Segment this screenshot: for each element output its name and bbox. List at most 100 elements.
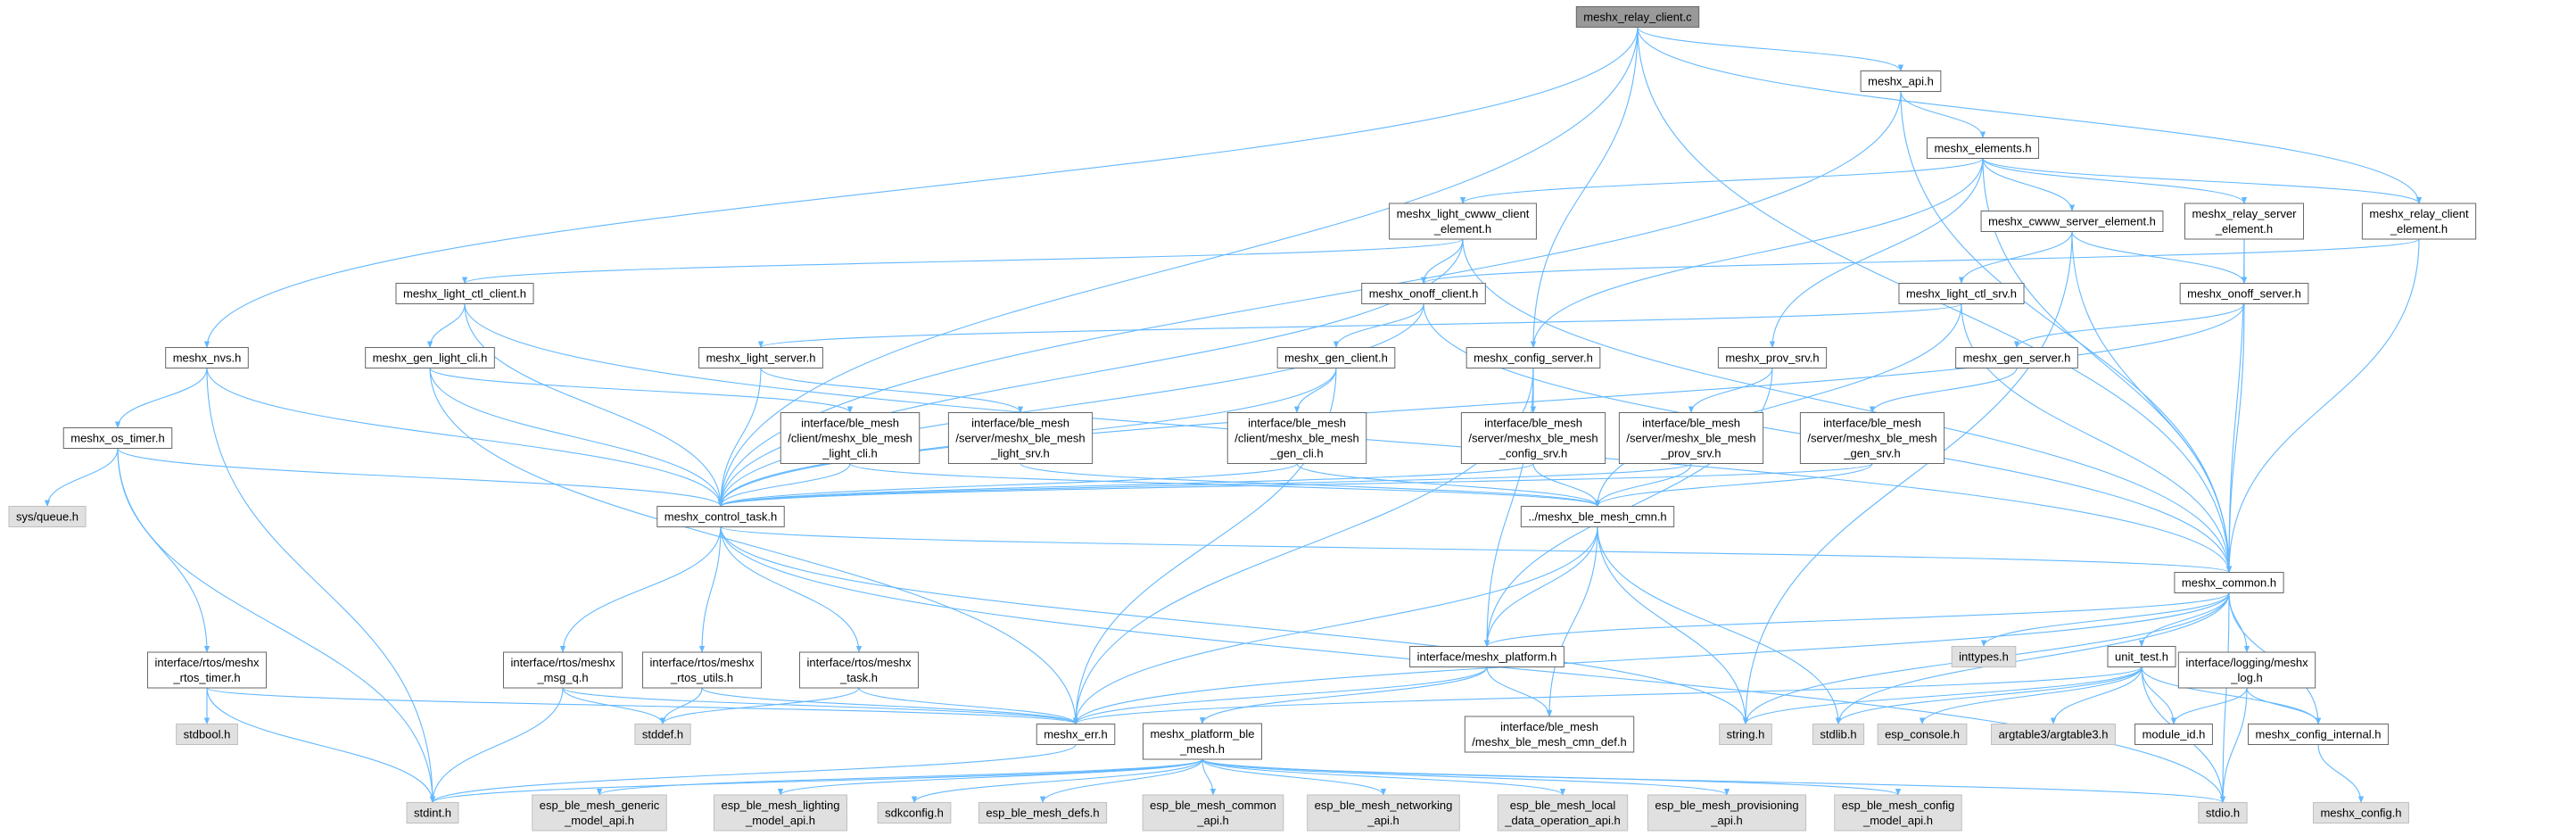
node-string-h: string.h bbox=[1719, 724, 1772, 745]
node-meshx-platform-ble-mesh-h[interactable]: meshx_platform_ble_mesh.h bbox=[1142, 723, 1263, 760]
node-interface-ble-mesh-client-meshx-ble-mesh-gen-cli-h[interactable]: interface/ble_mesh/client/meshx_ble_mesh… bbox=[1226, 412, 1367, 464]
node-label-line: interface/ble_mesh bbox=[1823, 417, 1921, 430]
edge-n22-n26 bbox=[718, 463, 1534, 508]
node-label-line: interface/rtos/meshx bbox=[510, 656, 615, 669]
edge-n27-n40 bbox=[1597, 526, 1749, 725]
edge-n2-n4 bbox=[1982, 158, 2076, 212]
node-meshx-light-ctl-srv-h[interactable]: meshx_light_ctl_srv.h bbox=[1898, 283, 2025, 304]
node-meshx-gen-client-h[interactable]: meshx_gen_client.h bbox=[1276, 347, 1396, 368]
edge-n26-n28 bbox=[720, 526, 2232, 574]
node-interface-logging-meshx-log-h[interactable]: interface/logging/meshx_log.h bbox=[2177, 651, 2316, 689]
node-label-line: interface/rtos/meshx bbox=[806, 656, 912, 669]
node-label-line: meshx_common.h bbox=[2182, 576, 2276, 590]
edge-n10-n28 bbox=[2225, 303, 2245, 574]
node-interface-ble-mesh-server-meshx-ble-mesh-prov-srv-h[interactable]: interface/ble_mesh/server/meshx_ble_mesh… bbox=[1618, 412, 1764, 464]
node-label-line: meshx_cwww_server_element.h bbox=[1988, 215, 2156, 228]
edge-n33-n39 bbox=[1072, 666, 1488, 725]
edge-n30-n39 bbox=[562, 687, 1078, 725]
node-meshx-onoff-server-h[interactable]: meshx_onoff_server.h bbox=[2179, 283, 2309, 304]
node-label-line: _data_operation_api.h bbox=[1504, 814, 1620, 827]
node-label-line: esp_ble_mesh_common bbox=[1150, 799, 1276, 812]
node-interface-rtos-meshx-msg-q-h[interactable]: interface/rtos/meshx_msg_q.h bbox=[502, 651, 623, 689]
edge-n4-n40 bbox=[1742, 231, 2073, 725]
edge-n23-n26 bbox=[718, 463, 1692, 508]
edge-n21-n26 bbox=[717, 463, 1298, 508]
node-box bbox=[2312, 802, 2410, 824]
edge-n47-n56 bbox=[1201, 758, 1730, 796]
edge-n47-n58 bbox=[1201, 758, 2225, 804]
edge-n12-n26 bbox=[429, 368, 724, 508]
node-interface-ble-mesh-server-meshx-ble-mesh-light-srv-h[interactable]: interface/ble_mesh/server/meshx_ble_mesh… bbox=[947, 412, 1094, 464]
node-meshx-os-timer-h[interactable]: meshx_os_timer.h bbox=[62, 427, 173, 449]
node-label-line: _prov_srv.h bbox=[1661, 447, 1721, 460]
edge-n30-n48 bbox=[429, 687, 564, 804]
node-label-line: /server/meshx_ble_mesh bbox=[1807, 432, 1936, 445]
edge-n6-n28 bbox=[2225, 238, 2420, 574]
edge-n46-n59 bbox=[2317, 744, 2365, 804]
node-interface-ble-mesh-server-meshx-ble-mesh-config-srv-h[interactable]: interface/ble_mesh/server/meshx_ble_mesh… bbox=[1460, 412, 1606, 464]
node-module-id-h[interactable]: module_id.h bbox=[2134, 724, 2213, 745]
node-interface-rtos-meshx-rtos-timer-h[interactable]: interface/rtos/meshx_rtos_timer.h bbox=[146, 651, 268, 689]
node-meshx-light-server-h[interactable]: meshx_light_server.h bbox=[698, 347, 823, 368]
node-unit-test-h[interactable]: unit_test.h bbox=[2107, 646, 2176, 667]
node-meshx-relay-server-element-h[interactable]: meshx_relay_server_element.h bbox=[2184, 203, 2305, 240]
node-interface-ble-mesh-client-meshx-ble-mesh-light-cli-h[interactable]: interface/ble_mesh/client/meshx_ble_mesh… bbox=[780, 412, 921, 464]
node-meshx-light-cwww-client-element-h[interactable]: meshx_light_cwww_client_element.h bbox=[1389, 203, 1537, 240]
edge-n47-n51 bbox=[911, 758, 1203, 804]
node-meshx-onoff-client-h[interactable]: meshx_onoff_client.h bbox=[1361, 283, 1486, 304]
node-meshx-nvs-h[interactable]: meshx_nvs.h bbox=[165, 347, 249, 368]
edge-n4-n10 bbox=[2071, 231, 2248, 285]
node-meshx-cwww-server-element-h[interactable]: meshx_cwww_server_element.h bbox=[1980, 211, 2164, 232]
node-label-line: _api.h bbox=[1366, 814, 1399, 827]
edge-n26-n31 bbox=[698, 526, 722, 653]
node-meshx-prov-srv-h[interactable]: meshx_prov_srv.h bbox=[1717, 347, 1828, 368]
node-label-line: stdio.h bbox=[2206, 807, 2240, 820]
node-meshx-api-h[interactable]: meshx_api.h bbox=[1860, 70, 1942, 92]
node-stdlib-h: stdlib.h bbox=[1812, 724, 1865, 745]
edge-n27-n33 bbox=[1483, 526, 1598, 648]
node-interface-ble-mesh-meshx-ble-mesh-cmn-def-h[interactable]: interface/ble_mesh/meshx_ble_mesh_cmn_de… bbox=[1464, 716, 1635, 753]
node-label-line: meshx_light_cwww_client bbox=[1397, 207, 1530, 220]
node-interface-rtos-meshx-rtos-utils-h[interactable]: interface/rtos/meshx_rtos_utils.h bbox=[641, 651, 763, 689]
node-interface-ble-mesh-server-meshx-ble-mesh-gen-srv-h[interactable]: interface/ble_mesh/server/meshx_ble_mesh… bbox=[1799, 412, 1945, 464]
edge-n2-n15 bbox=[1530, 158, 1984, 349]
node-box bbox=[1877, 724, 1968, 745]
edge-n9-n13 bbox=[758, 303, 1962, 349]
node-interface-meshx-platform-h[interactable]: interface/meshx_platform.h bbox=[1409, 646, 1565, 667]
node-box bbox=[947, 412, 1094, 464]
edge-n2-n6 bbox=[1982, 158, 2423, 204]
node-interface-rtos-meshx-task-h[interactable]: interface/rtos/meshx_task.h bbox=[798, 651, 920, 689]
node-box bbox=[62, 427, 173, 449]
node-meshx-light-ctl-client-h[interactable]: meshx_light_ctl_client.h bbox=[395, 283, 534, 304]
node-meshx-relay-client-element-h[interactable]: meshx_relay_client_element.h bbox=[2361, 203, 2477, 240]
node-label-line: _element.h bbox=[2390, 222, 2448, 236]
node-box bbox=[1812, 724, 1865, 745]
node-box bbox=[656, 506, 785, 527]
edge-n12-n39 bbox=[429, 368, 1079, 725]
edge-n18-n48 bbox=[117, 448, 436, 804]
node-label-line: meshx_platform_ble bbox=[1150, 727, 1254, 741]
node-meshx-common-h[interactable]: meshx_common.h bbox=[2174, 572, 2284, 593]
edge-n28-n36 bbox=[2228, 592, 2250, 653]
node-meshx-control-task-h[interactable]: meshx_control_task.h bbox=[656, 506, 785, 527]
edge-n8-n26 bbox=[717, 303, 1424, 508]
node-box bbox=[1898, 283, 2025, 304]
node-box bbox=[798, 651, 920, 689]
node-meshx-config-internal-h[interactable]: meshx_config_internal.h bbox=[2248, 724, 2389, 745]
node-label-line: meshx_light_ctl_srv.h bbox=[1906, 287, 2017, 301]
node-label-line: _rtos_timer.h bbox=[172, 671, 240, 684]
node-meshx-ble-mesh-cmn-h[interactable]: ../meshx_ble_mesh_cmn.h bbox=[1520, 506, 1675, 527]
edge-n24-n26 bbox=[718, 463, 1873, 508]
node-meshx-elements-h[interactable]: meshx_elements.h bbox=[1926, 137, 2040, 159]
node-meshx-gen-light-cli-h[interactable]: meshx_gen_light_cli.h bbox=[365, 347, 495, 368]
node-box bbox=[877, 802, 952, 824]
node-meshx-gen-server-h[interactable]: meshx_gen_server.h bbox=[1955, 347, 2078, 368]
node-box bbox=[2184, 203, 2305, 240]
node-label-line: sdkconfig.h bbox=[885, 807, 944, 820]
edge-n28-n35 bbox=[2138, 592, 2230, 648]
node-meshx-err-h[interactable]: meshx_err.h bbox=[1036, 724, 1116, 745]
node-meshx-config-server-h[interactable]: meshx_config_server.h bbox=[1466, 347, 1601, 368]
edge-n39-n48 bbox=[429, 744, 1077, 804]
edge-n29-n39 bbox=[206, 687, 1078, 725]
node-label-line: /meshx_ble_mesh_cmn_def.h bbox=[1472, 735, 1626, 749]
